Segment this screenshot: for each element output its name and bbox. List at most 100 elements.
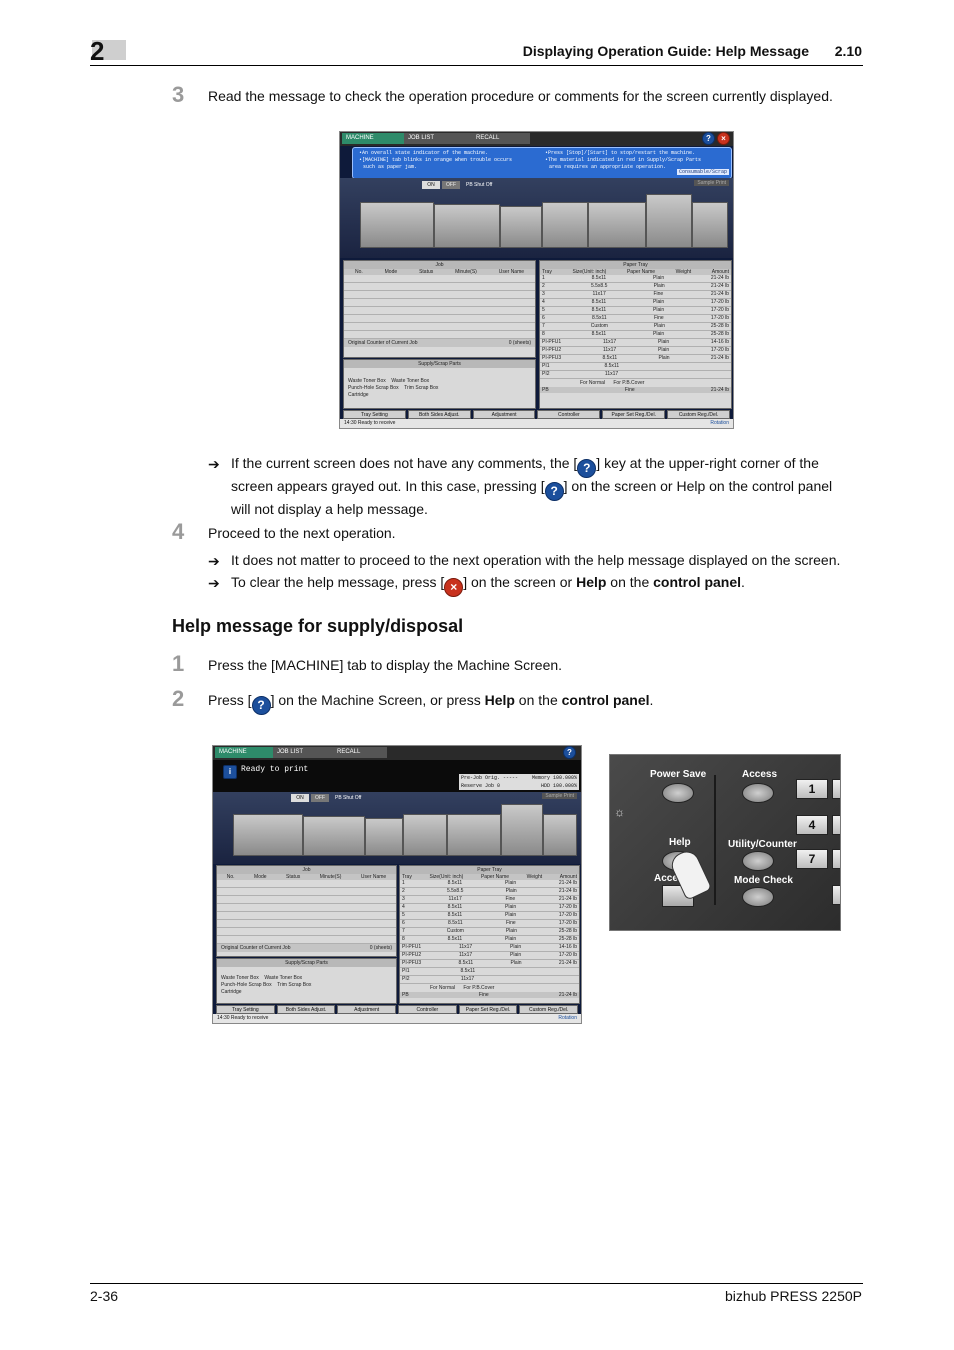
info-icon: i [223, 765, 237, 779]
machine-image: ON OFF PB Shut Off Sample Print [340, 178, 733, 258]
tray-cell: Plain [653, 331, 665, 337]
tray-cell: Plain [510, 952, 522, 958]
original-counter-label: Original Counter of Current Job [221, 945, 291, 951]
tray-cell: Custom [590, 323, 608, 329]
job-header: Job [344, 261, 535, 269]
help-label: Help [669, 837, 691, 848]
machine-screen-screenshot: MACHINE JOB LIST RECALL ? i 14:30 Ready … [212, 745, 582, 1024]
supply-item: Waste Toner Box [391, 378, 430, 384]
step-segment: . [649, 692, 654, 708]
tray-cell: 17-20 lb [558, 904, 577, 910]
tray-cell: 8.5x11 [602, 355, 618, 361]
note-segment: ] key at the upper-right corner of the [596, 455, 819, 471]
access-key [742, 783, 774, 803]
for-pb-label: For P.B.Cover [463, 985, 495, 991]
tab-recall: RECALL [333, 747, 387, 758]
supply-item: Punch-Hole Scrap Box [348, 385, 399, 391]
tray-cell: Plain [510, 944, 522, 950]
question-mark-icon: ? [563, 746, 576, 759]
tray-cell: 1 [402, 880, 405, 886]
both-sides-adjust-button: Both Sides Adjust. [276, 1005, 336, 1014]
note-segment: ] on the screen or Help on the control p… [563, 478, 833, 494]
col-header: Paper Name [626, 269, 656, 275]
tray-cell: 21-24 lb [710, 355, 729, 361]
help-line: •The material indicated in red in Supply… [545, 157, 702, 163]
both-sides-adjust-button: Both Sides Adjust. [407, 410, 471, 419]
tab-bar: MACHINE JOB LIST RECALL ? × [340, 132, 733, 146]
col-header: No. [354, 269, 363, 275]
tray-cell: 21-24 lb [558, 896, 577, 902]
note-segment: on the [606, 574, 654, 590]
supply-panel: Supply/Scrap Parts Waste Toner Box Waste… [216, 958, 397, 1004]
rotation-label: Rotation [558, 1015, 577, 1021]
page-number: 2-36 [90, 1288, 119, 1304]
tray-cell: 11x17 [592, 291, 606, 297]
prejob-label: Pre-Job Orig. ----- [461, 775, 519, 781]
brightness-icon: ☼ [614, 805, 625, 819]
machine-image: ON OFF PB Shut Off Sample Print [213, 792, 581, 864]
custom-reg-button: Custom Reg./Del. [667, 410, 730, 419]
tray-cell: 8.5x11 [591, 275, 607, 281]
tray-cell: 11x17 [458, 952, 473, 958]
controller-button: Controller [398, 1005, 457, 1014]
tray-cell: PI-PFU3 [542, 355, 562, 361]
note-arrow-icon: ➔ [208, 575, 220, 591]
step-number: 1 [172, 651, 185, 676]
tray-cell: Plain [653, 275, 665, 281]
tab-bar: MACHINE JOB LIST RECALL ? [213, 746, 581, 760]
chapter-number: 2 [90, 36, 105, 66]
pb-weight: 21-24 lb [558, 992, 577, 998]
step-number: 4 [172, 519, 185, 544]
pb-paper: Fine [478, 992, 489, 998]
col-header: User Name [498, 269, 525, 275]
question-mark-icon: ? [544, 482, 564, 501]
tray-cell: 25-28 lb [558, 928, 577, 934]
col-header: Size(Unit: inch) [429, 874, 464, 880]
tray-cell: Plain [653, 307, 665, 313]
status-text: 14:30 Ready to receive [344, 420, 396, 426]
tray-cell: 8.5x11 [604, 363, 620, 369]
col-header: Weight [526, 874, 543, 880]
tray-cell: 3 [542, 291, 545, 297]
tray-cell: 7 [542, 323, 545, 329]
note-segment: will not display a help message. [231, 501, 428, 517]
supply-item: Waste Toner Box [221, 975, 259, 981]
tray-cell: Custom [446, 928, 464, 934]
reserve-label: Reserve Job 0 [461, 783, 501, 789]
col-header: Minute(S) [455, 269, 477, 275]
tab-recall: RECALL [472, 133, 530, 144]
footer-rule [90, 1283, 863, 1284]
tab-job-list: JOB LIST [404, 133, 472, 144]
tray-cell: 2 [402, 888, 405, 894]
note-text: It does not matter to proceed to the nex… [231, 552, 841, 568]
memory-label: Memory 100.000% [531, 775, 577, 781]
original-counter-label: Original Counter of Current Job [348, 340, 418, 346]
on-toggle: ON [422, 181, 440, 189]
job-panel: Job No. Mode Status Minute(S) User Name … [343, 260, 536, 358]
tray-cell: PI2 [542, 371, 550, 377]
tray-cell: 8.5x11 [592, 315, 607, 321]
tray-cell: Fine [653, 315, 664, 321]
tray-cell: Plain [505, 912, 517, 918]
paper-tray-panel: Paper Tray Tray Size(Unit: inch) Paper N… [539, 260, 732, 409]
utility-counter-label: Utility/Counter [728, 839, 797, 850]
tray-cell: Plain [510, 960, 522, 966]
tray-cell: 25-28 lb [558, 936, 577, 942]
tray-setting-button: Tray Setting [343, 410, 406, 419]
tray-cell: Plain [505, 928, 517, 934]
tray-cell: 11x17 [448, 896, 462, 902]
col-header: Status [286, 874, 301, 880]
tray-cell: 8.5x11 [447, 912, 463, 918]
tray-cell: 8.5x11 [448, 920, 463, 926]
tray-cell: 8.5x11 [591, 299, 607, 305]
tray-setting-button: Tray Setting [216, 1005, 275, 1014]
tray-cell: 5 [402, 912, 405, 918]
